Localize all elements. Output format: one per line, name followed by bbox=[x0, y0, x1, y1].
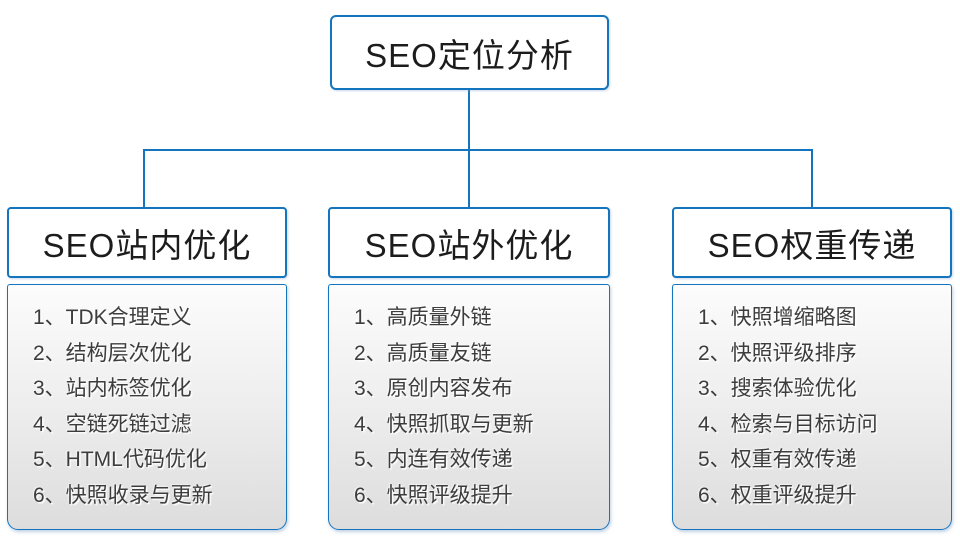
list-item: 3、搜索体验优化 bbox=[698, 377, 857, 400]
list-item: 1、快照增缩略图 bbox=[698, 306, 857, 329]
list-item: 2、结构层次优化 bbox=[33, 341, 192, 365]
node-offsite-list: 1、高质量外链 2、高质量友链 3、原创内容发布 4、快照抓取与更新 5、内连有… bbox=[328, 284, 610, 530]
list-item: 6、快照收录与更新 bbox=[33, 483, 213, 507]
list-item: 3、站内标签优化 bbox=[33, 377, 192, 400]
node-weight-header: SEO权重传递 bbox=[672, 207, 952, 278]
node-onsite-header: SEO站内优化 bbox=[7, 207, 287, 278]
weight-items: 1、快照增缩略图 2、快照评级排序 3、搜索体验优化 4、检索与目标访问 5、权… bbox=[698, 300, 943, 513]
node-weight-title: SEO权重传递 bbox=[707, 226, 917, 264]
list-item: 5、HTML代码优化 bbox=[33, 448, 207, 471]
list-item: 4、空链死链过滤 bbox=[33, 412, 192, 436]
connector-drop-right bbox=[811, 150, 813, 207]
offsite-items: 1、高质量外链 2、高质量友链 3、原创内容发布 4、快照抓取与更新 5、内连有… bbox=[354, 300, 601, 513]
node-offsite-title: SEO站外优化 bbox=[364, 226, 574, 264]
list-item: 2、高质量友链 bbox=[354, 341, 492, 365]
connector-horizontal bbox=[143, 149, 813, 151]
node-root: SEO定位分析 bbox=[330, 15, 609, 90]
connector-drop-left bbox=[143, 150, 145, 207]
onsite-items: 1、TDK合理定义 2、结构层次优化 3、站内标签优化 4、空链死链过滤 5、H… bbox=[33, 300, 278, 513]
list-item: 6、快照评级提升 bbox=[354, 483, 513, 507]
node-offsite-header: SEO站外优化 bbox=[328, 207, 610, 278]
list-item: 1、TDK合理定义 bbox=[33, 306, 192, 329]
connector-root-stem bbox=[468, 90, 470, 150]
list-item: 4、快照抓取与更新 bbox=[354, 412, 534, 436]
list-item: 6、权重评级提升 bbox=[698, 483, 857, 507]
list-item: 5、权重有效传递 bbox=[698, 448, 857, 471]
node-onsite-title: SEO站内优化 bbox=[42, 226, 252, 264]
node-onsite-list: 1、TDK合理定义 2、结构层次优化 3、站内标签优化 4、空链死链过滤 5、H… bbox=[7, 284, 287, 530]
list-item: 1、高质量外链 bbox=[354, 306, 492, 329]
node-root-label: SEO定位分析 bbox=[365, 36, 574, 74]
list-item: 3、原创内容发布 bbox=[354, 377, 513, 400]
connector-drop-middle bbox=[468, 150, 470, 207]
list-item: 2、快照评级排序 bbox=[698, 341, 857, 365]
node-weight-list: 1、快照增缩略图 2、快照评级排序 3、搜索体验优化 4、检索与目标访问 5、权… bbox=[672, 284, 952, 530]
list-item: 5、内连有效传递 bbox=[354, 448, 513, 471]
list-item: 4、检索与目标访问 bbox=[698, 412, 878, 436]
